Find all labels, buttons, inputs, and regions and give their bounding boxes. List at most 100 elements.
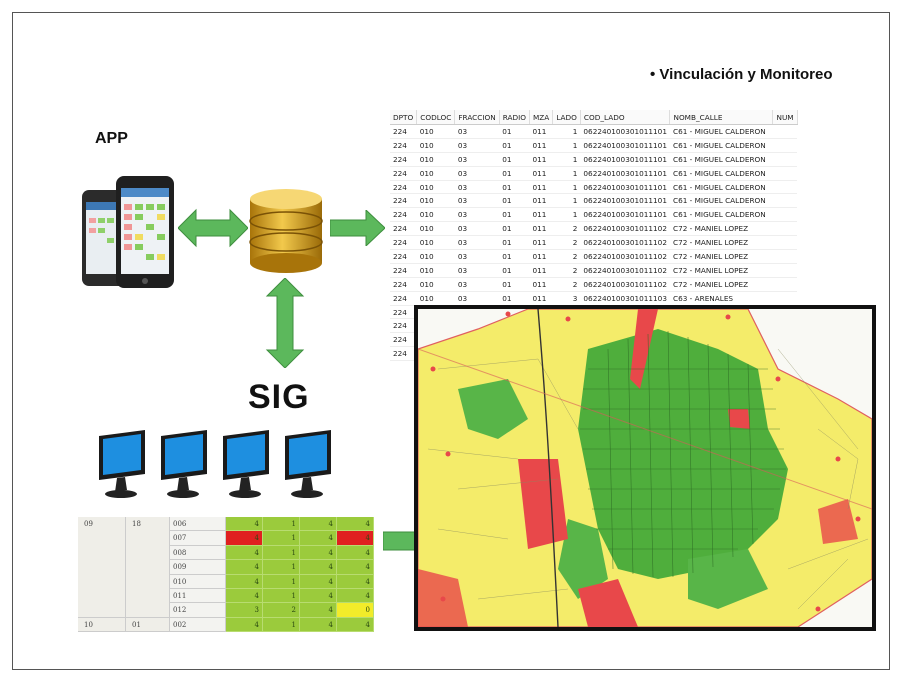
table-cell: 062240100301011101 [580, 152, 670, 167]
table-cell: C63 - ARENALES [669, 291, 773, 306]
table-cell: C61 - MIGUEL CALDERON [669, 124, 773, 139]
status-cell: 3 [226, 603, 263, 618]
status-cell: 4 [300, 574, 337, 589]
block-label: 18 [126, 517, 170, 618]
desktop-monitor-icon [99, 430, 331, 498]
status-cell: 0 [337, 603, 374, 618]
table-cell: C61 - MIGUEL CALDERON [669, 138, 773, 153]
status-cell: 4 [337, 589, 374, 604]
status-cell: 1 [263, 574, 300, 589]
table-cell: 224 [390, 332, 417, 348]
table-cell: 01 [499, 124, 530, 139]
table-cell: 010 [416, 180, 455, 195]
table-cell: 011 [529, 180, 553, 195]
city-map-drawing [418, 309, 872, 627]
table-cell: 1 [552, 152, 581, 167]
table-cell: 011 [529, 152, 553, 167]
table-cell: 011 [529, 277, 553, 292]
table-cell: C72 - MANIEL LOPEZ [669, 249, 773, 264]
table-cell: 224 [390, 263, 417, 278]
status-cell: 1 [263, 589, 300, 604]
table-cell: 2 [552, 263, 581, 278]
table-cell: 03 [454, 263, 500, 278]
table-cell: 011 [529, 235, 553, 251]
table-cell: 011 [529, 249, 553, 264]
status-cell: 4 [226, 560, 263, 575]
table-cell: 1 [552, 124, 581, 139]
status-cell: 4 [226, 517, 263, 532]
row-code: 009 [170, 560, 226, 575]
status-cell: 4 [226, 545, 263, 561]
column-header: MZA [529, 110, 554, 125]
column-header: FRACCION [454, 110, 500, 125]
table-cell: 3 [552, 291, 581, 306]
table-cell: C72 - MANIEL LOPEZ [669, 263, 773, 278]
table-cell [772, 124, 798, 139]
table-cell: 010 [416, 291, 455, 306]
table-cell [772, 180, 798, 195]
table-cell: 01 [499, 291, 530, 306]
table-cell: 011 [529, 221, 553, 237]
table-cell: 03 [454, 249, 500, 264]
table-cell: 2 [552, 235, 581, 251]
table-cell: 224 [390, 277, 417, 292]
table-cell: 224 [390, 318, 417, 334]
table-cell: 011 [529, 138, 553, 153]
table-cell: 224 [390, 180, 417, 195]
slide-frame [12, 12, 890, 670]
table-cell: 062240100301011101 [580, 166, 670, 181]
row-code: 007 [170, 531, 226, 546]
block-label: 10 [78, 617, 126, 633]
table-cell: 03 [454, 152, 500, 167]
table-cell: 010 [416, 221, 455, 237]
table-cell: 062240100301011101 [580, 138, 670, 153]
table-cell: 224 [390, 166, 417, 181]
table-cell: C72 - MANIEL LOPEZ [669, 235, 773, 251]
column-header: COD_LADO [580, 110, 671, 125]
table-cell: 010 [416, 152, 455, 167]
table-cell: C72 - MANIEL LOPEZ [669, 221, 773, 237]
table-cell: 010 [416, 138, 455, 153]
table-cell: 01 [499, 207, 530, 223]
row-code: 008 [170, 545, 226, 561]
table-cell: C61 - MIGUEL CALDERON [669, 193, 773, 209]
table-cell: 224 [390, 291, 417, 306]
table-cell [772, 152, 798, 167]
table-cell: 03 [454, 207, 500, 223]
table-cell [772, 291, 798, 306]
status-cell: 4 [337, 617, 374, 633]
table-cell: 01 [499, 166, 530, 181]
status-cell: 4 [300, 517, 337, 532]
status-cell: 4 [337, 517, 374, 532]
table-cell: 01 [499, 235, 530, 251]
table-cell: 062240100301011102 [580, 249, 670, 264]
table-cell [772, 207, 798, 223]
table-cell: 224 [390, 249, 417, 264]
table-cell: 062240100301011103 [580, 291, 670, 306]
table-cell: 03 [454, 193, 500, 209]
slide-heading: • Vinculación y Monitoreo [650, 66, 833, 83]
table-cell: 011 [529, 193, 553, 209]
status-cell: 4 [337, 560, 374, 575]
table-cell: 011 [529, 291, 553, 306]
status-cell: 4 [300, 560, 337, 575]
app-label: APP [95, 130, 128, 147]
table-cell [772, 138, 798, 153]
table-cell: 2 [552, 277, 581, 292]
block-label: 09 [78, 517, 126, 618]
table-cell: 03 [454, 291, 500, 306]
column-header: RADIO [499, 110, 531, 125]
table-cell: 224 [390, 305, 417, 320]
table-cell: 062240100301011102 [580, 277, 670, 292]
column-header: NUM [772, 110, 798, 125]
table-cell [772, 193, 798, 209]
table-cell: 224 [390, 152, 417, 167]
table-cell [772, 249, 798, 264]
